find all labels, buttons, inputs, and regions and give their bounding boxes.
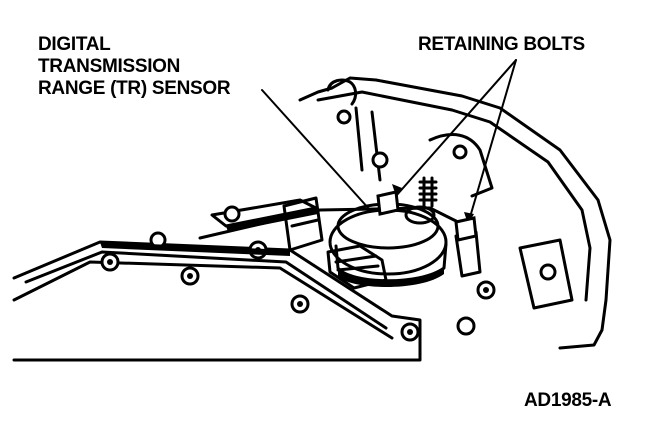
connector-pins — [334, 254, 380, 272]
bolts-leader-a — [395, 59, 517, 197]
tr-sensor-hub — [404, 205, 436, 225]
callout-line: TRANSMISSION — [38, 56, 181, 77]
right-bracket-hole — [539, 263, 557, 281]
sensor-leader-line — [261, 89, 371, 211]
case-bolt-icon — [456, 316, 476, 336]
case-upper-boss — [326, 78, 358, 106]
callout-line: RANGE (TR) SENSOR — [38, 78, 231, 99]
shadow-pan-edge — [100, 242, 290, 256]
shadow-sensor-base — [338, 268, 444, 287]
case-bolt-icon — [371, 151, 389, 169]
tr-sensor-callout: DIGITAL TRANSMISSION RANGE (TR) SENSOR — [38, 34, 231, 100]
retaining-bolt-icon — [454, 216, 478, 242]
retaining-bolts-callout: RETAINING BOLTS — [418, 34, 585, 55]
figure-id: AD1985-A — [524, 390, 612, 411]
leader-arrow-icon — [392, 184, 402, 196]
shadow-flange — [226, 208, 318, 232]
bolts-leader-b — [467, 59, 517, 225]
callout-line: DIGITAL — [38, 34, 111, 55]
harness-connector — [282, 196, 324, 252]
tr-sensor-body-outline — [328, 208, 448, 276]
shaft-threads — [418, 180, 438, 202]
case-hole-side — [452, 144, 468, 160]
pan-front-face — [12, 260, 394, 340]
transmission-case-outline — [298, 76, 612, 350]
retaining-bolt-icon — [376, 190, 400, 216]
case-side-bracket — [428, 133, 494, 198]
case-hole-upper — [336, 109, 352, 125]
case-rib — [354, 106, 382, 182]
case-flange-inner — [316, 90, 592, 302]
case-bolt-icon — [223, 205, 241, 223]
pan-flange-inner — [24, 250, 388, 330]
right-bracket — [518, 238, 574, 310]
